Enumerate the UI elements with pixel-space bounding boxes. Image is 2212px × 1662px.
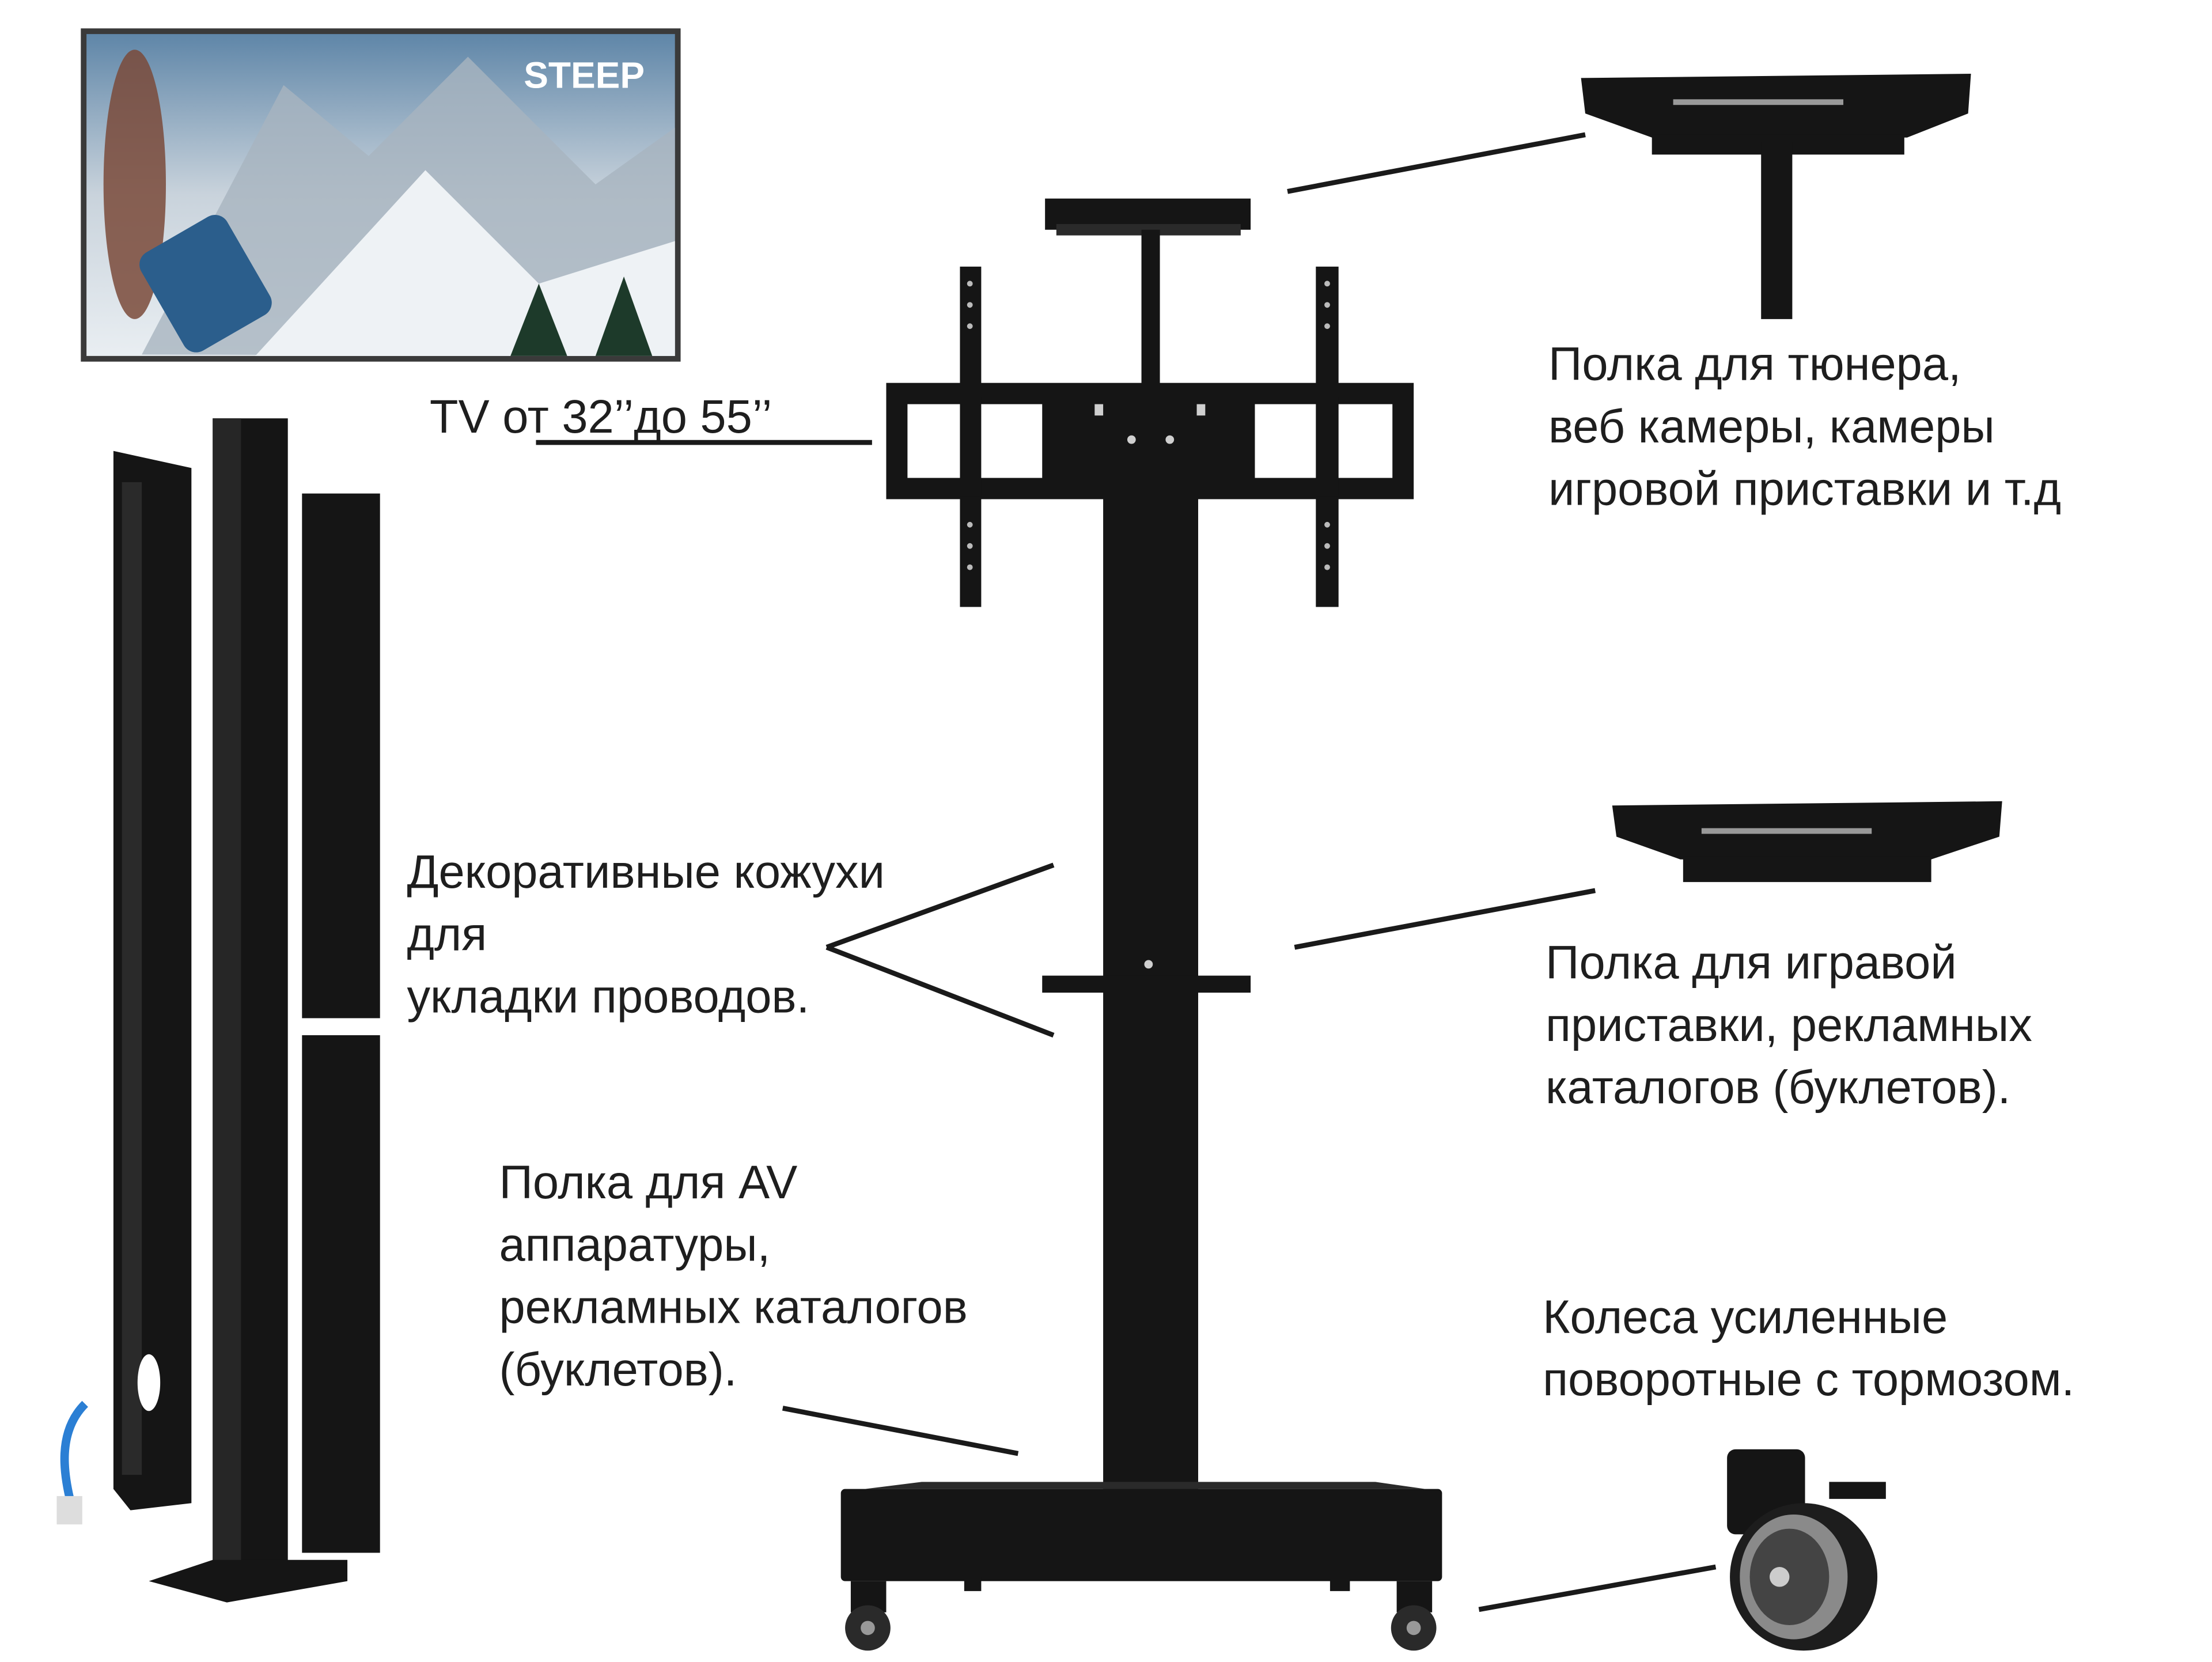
base <box>840 1489 1442 1581</box>
caster-wheel-image <box>1727 1449 1886 1651</box>
middle-shelf-label: Полка для игравой приставки, рекламных к… <box>1546 936 2045 1114</box>
wheel-leader-line <box>1478 1564 1717 1612</box>
middle-shelf <box>1042 975 1251 993</box>
wheels-label: Колеса усиленные поворотные с тормозом. <box>1543 1291 2074 1406</box>
stand-wheels <box>845 1577 1437 1651</box>
cable-covers-leader-line-lower <box>825 945 1055 1038</box>
top-shelf-arm <box>1141 229 1160 386</box>
cable-covers-label: Декоративные кожухи для укладки проводов… <box>407 846 897 1023</box>
top-shelf-label: Полка для тюнера, веб камеры, камеры игр… <box>1548 338 2061 516</box>
tv-logo: STEEP <box>524 55 645 96</box>
cable-covers-leader-line-upper <box>825 862 1055 950</box>
tv-image: STEEP <box>81 28 681 362</box>
top-shelf-detail-image <box>1581 74 1971 319</box>
top-shelf-leader-line <box>1287 132 1586 194</box>
middle-shelf-detail-image <box>1612 801 2002 883</box>
middle-shelf-leader-line <box>1294 888 1596 950</box>
tv-size-label: TV от 32’’до 55’’ <box>430 391 772 443</box>
av-shelf-leader-line <box>782 1406 1019 1456</box>
tv-stand <box>840 198 1442 1651</box>
av-shelf-label: Полка для AV аппаратуры, рекламных катал… <box>499 1156 980 1396</box>
cable-covers-image <box>56 418 380 1603</box>
pole <box>1103 499 1198 1492</box>
